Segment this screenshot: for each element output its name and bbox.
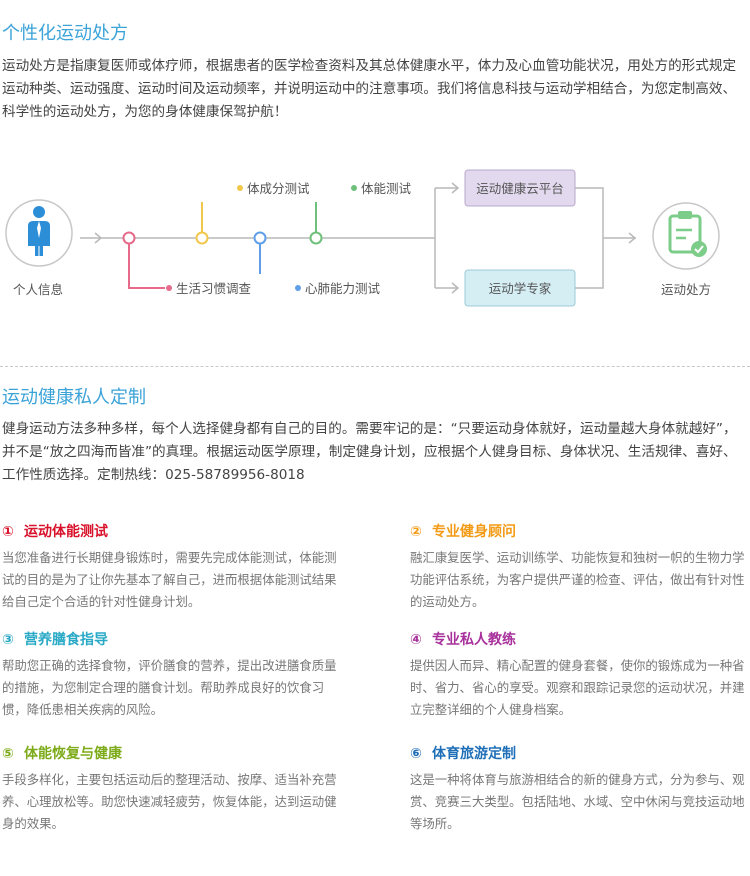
service-title-text: 营养膳食指导 bbox=[24, 632, 108, 648]
service-item-personal-trainer: ④ 专业私人教练 提供因人而异、精心配置的健身套餐，使你的锻炼成为一种省时、省力、… bbox=[410, 630, 750, 721]
clipboard-check-icon bbox=[668, 211, 707, 257]
service-item-fitness-advisor: ② 专业健身顾问 融汇康复医学、运动训练学、功能恢复和独树一帜的生物力学功能评估系… bbox=[410, 522, 750, 613]
arrow-icon bbox=[451, 182, 460, 194]
node-body-composition bbox=[195, 231, 209, 245]
prescription-description: 运动处方是指康复医师或体疗师，根据患者的医学检查资料及其总体健康水平，体力及心血… bbox=[2, 58, 737, 120]
service-title: ① 运动体能测试 bbox=[2, 522, 347, 542]
service-title: ③ 营养膳食指导 bbox=[2, 630, 347, 650]
service-item-fitness-test: ① 运动体能测试 当您准备进行长期健身锻炼时，需要先完成体能测试，体能测试的目的是… bbox=[2, 522, 347, 613]
cloud-platform-label: 运动健康云平台 bbox=[476, 181, 564, 196]
service-title: ⑤ 体能恢复与健康 bbox=[2, 744, 347, 764]
service-description: 融汇康复医学、运动训练学、功能恢复和独树一帜的生物力学功能评估系统，为客户提供严… bbox=[410, 550, 745, 609]
custom-description: 健身运动方法多种多样，每个人选择健身都有自己的目的。需要牢记的是：“只要运动身体… bbox=[2, 421, 737, 483]
prescription-flow-diagram: 个人信息 生活习惯调查 体成分测试 心肺能力测试 体能测试 运动健康云平台 运动… bbox=[5, 169, 720, 307]
service-description: 这是一种将体育与旅游相结合的新的健身方式，分为参与、观赏、竞赛三大类型。包括陆地… bbox=[410, 772, 745, 831]
service-title: ⑥ 体育旅游定制 bbox=[410, 744, 750, 764]
service-title: ④ 专业私人教练 bbox=[410, 630, 750, 650]
service-title-text: 运动体能测试 bbox=[24, 524, 108, 540]
section-divider bbox=[0, 366, 750, 367]
service-title-text: 体育旅游定制 bbox=[432, 746, 516, 762]
service-description: 手段多样化，主要包括运动后的整理活动、按摩、适当补充营养、心理放松等。助您快速减… bbox=[2, 772, 337, 831]
user-icon bbox=[28, 206, 50, 256]
service-number: ② bbox=[410, 524, 422, 540]
lifestyle-connector bbox=[128, 238, 165, 289]
start-label: 个人信息 bbox=[13, 282, 63, 297]
arrow-icon bbox=[628, 232, 637, 244]
service-description: 提供因人而异、精心配置的健身套餐，使你的锻炼成为一种省时、省力、省心的享受。观察… bbox=[410, 658, 745, 717]
node-lifestyle-label: 生活习惯调查 bbox=[176, 281, 252, 296]
node-cardio bbox=[253, 231, 267, 245]
node-lifestyle bbox=[122, 231, 136, 245]
section-title-prescription: 个性化运动处方 bbox=[2, 23, 128, 44]
service-title-text: 体能恢复与健康 bbox=[24, 746, 122, 762]
node-body-composition-label: 体成分测试 bbox=[247, 181, 310, 196]
section-title-custom: 运动健康私人定制 bbox=[2, 387, 146, 408]
service-number: ③ bbox=[2, 632, 14, 648]
service-number: ⑤ bbox=[2, 746, 14, 762]
service-number: ④ bbox=[410, 632, 422, 648]
expert-label: 运动学专家 bbox=[489, 281, 552, 296]
node-cardio-label: 心肺能力测试 bbox=[305, 281, 381, 296]
service-description: 当您准备进行长期健身锻炼时，需要先完成体能测试，体能测试的目的是为了让你先基本了… bbox=[2, 550, 337, 609]
service-item-sports-travel: ⑥ 体育旅游定制 这是一种将体育与旅游相结合的新的健身方式，分为参与、观赏、竞赛三… bbox=[410, 744, 750, 835]
service-title-text: 专业私人教练 bbox=[432, 632, 516, 648]
service-title: ② 专业健身顾问 bbox=[410, 522, 750, 542]
arrow-icon bbox=[94, 232, 103, 244]
service-number: ① bbox=[2, 524, 14, 540]
node-fitness-label: 体能测试 bbox=[361, 181, 412, 196]
service-number: ⑥ bbox=[410, 746, 422, 762]
node-fitness bbox=[309, 231, 323, 245]
service-item-recovery: ⑤ 体能恢复与健康 手段多样化，主要包括运动后的整理活动、按摩、适当补充营养、心理… bbox=[2, 744, 347, 835]
end-label: 运动处方 bbox=[661, 282, 711, 297]
service-description: 帮助您正确的选择食物，评价膳食的营养，提出改进膳食质量的措施，为您制定合理的膳食… bbox=[2, 658, 337, 717]
service-item-nutrition: ③ 营养膳食指导 帮助您正确的选择食物，评价膳食的营养，提出改进膳食质量的措施，为… bbox=[2, 630, 347, 721]
service-title-text: 专业健身顾问 bbox=[432, 524, 516, 540]
arrow-icon bbox=[451, 282, 460, 294]
